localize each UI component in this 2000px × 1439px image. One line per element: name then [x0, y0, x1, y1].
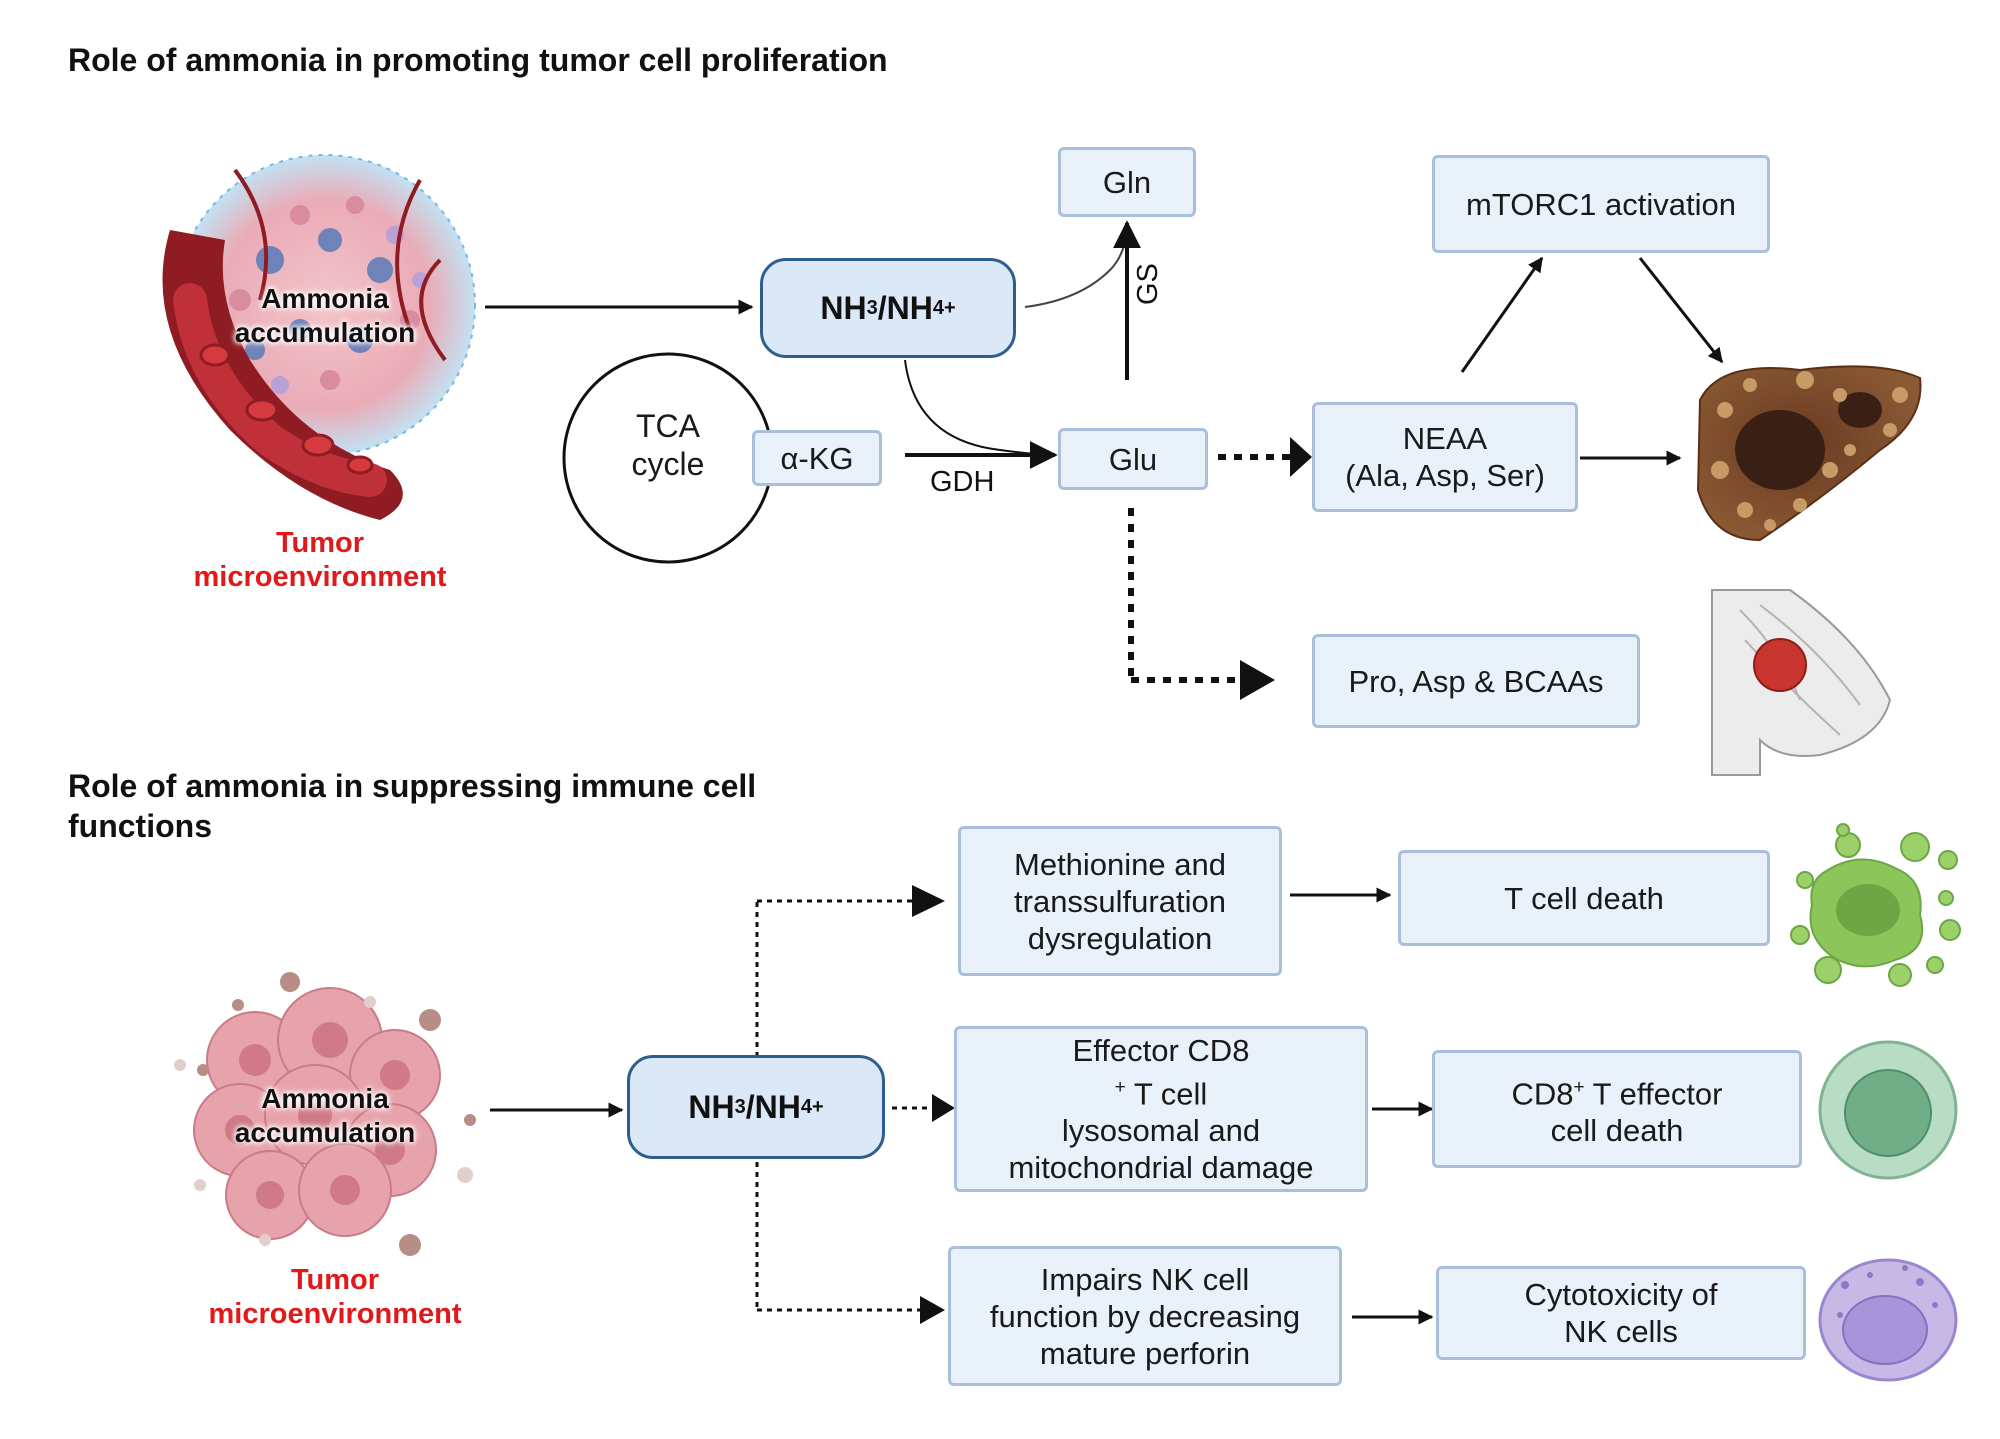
t-cell-death-box: T cell death [1398, 850, 1770, 946]
effector-line-1: Effector CD8 + T cell [1073, 1032, 1250, 1112]
overlay2-line-1: Ammonia [261, 1083, 389, 1114]
mtorc1-box: mTORC1 activation [1432, 155, 1770, 253]
cd8-line-2: cell death [1550, 1113, 1684, 1149]
nk-cytotoxicity-box: Cytotoxicity of NK cells [1436, 1266, 1806, 1360]
curve-nh-to-glu [904, 359, 1049, 456]
curve-nh-to-gln [1024, 225, 1129, 308]
tme-line-2: microenvironment [193, 561, 447, 593]
nk-impair-line-2: function by decreasing [989, 1298, 1301, 1334]
arrowhead-nk [920, 1296, 945, 1324]
nh2-mid: /NH [745, 1088, 801, 1125]
overlay-line-1: Ammonia [261, 283, 389, 314]
top-section-title: Role of ammonia in promoting tumor cell … [68, 42, 888, 78]
tme-line-1: Tumor [275, 527, 365, 559]
nh2-sup-plus: + [811, 1095, 824, 1118]
arrowhead-effector [932, 1094, 955, 1122]
gln-box: Gln [1058, 147, 1196, 217]
bottom-tumor-microenvironment-label: Tumor microenvironment [185, 1263, 485, 1331]
cd8-line-1a: CD8 [1511, 1076, 1574, 1112]
tme2-line-1: Tumor [290, 1264, 380, 1296]
arrowhead-neaa [1290, 437, 1312, 477]
effector-line-3: mitochondrial damage [1008, 1150, 1314, 1186]
tumor-cell-cluster-illustration [174, 972, 476, 1256]
breast-tumor-illustration [1711, 589, 1892, 776]
bottom-title-line-1: Role of ammonia in suppressing immune ce… [68, 768, 757, 804]
nk-impair-box: Impairs NK cell function by decreasing m… [948, 1246, 1342, 1386]
t-cell-death-illustration [1790, 823, 1961, 987]
nh-base: NH [820, 289, 867, 326]
nh-sub-3: 3 [866, 296, 878, 319]
nk-cyto-line-1: Cytotoxicity of [1524, 1277, 1718, 1312]
tumor-microenvironment-illustration [162, 154, 476, 520]
effector-line-2: lysosomal and [1061, 1113, 1261, 1149]
cd8-effector-death-box: CD8+ T effector cell death [1432, 1050, 1802, 1168]
neaa-line-1: NEAA [1402, 421, 1488, 456]
cd8-sup: + [1573, 1076, 1585, 1098]
gs-label: GS [1132, 263, 1164, 305]
bottom-ammonia-accumulation-label: Ammonia accumulation [210, 1082, 440, 1150]
nh2-base: NH [688, 1088, 735, 1125]
tca-line-2: cycle [631, 446, 705, 482]
nk-cell-illustration [1818, 1258, 1958, 1382]
overlay2-line-2: accumulation [234, 1117, 416, 1148]
cd8-line-1b: T effector [1584, 1076, 1723, 1112]
cd8-t-cell-illustration [1818, 1040, 1958, 1180]
nh2-sub-3: 3 [734, 1095, 746, 1118]
effector-line-1a: Effector CD8 [1072, 1032, 1250, 1068]
gdh-label: GDH [930, 466, 995, 498]
glu-box: Glu [1058, 428, 1208, 490]
top-tumor-microenvironment-label: Tumor microenvironment [170, 526, 470, 594]
effector-line-1b: T cell [1125, 1076, 1208, 1112]
nh2-sub-4: 4 [800, 1095, 812, 1118]
neaa-line-2: (Ala, Asp, Ser) [1345, 458, 1545, 493]
methionine-line-1: Methionine and [1014, 846, 1226, 882]
neaa-box: NEAA (Ala, Asp, Ser) [1312, 402, 1578, 512]
alpha-kg-box: α-KG [752, 430, 882, 486]
tme2-line-2: microenvironment [208, 1298, 462, 1330]
effector-sup: + [1114, 1076, 1126, 1098]
tca-line-1: TCA [636, 408, 700, 444]
effector-cd8-box: Effector CD8 + T cell lysosomal and mitoc… [954, 1026, 1368, 1192]
arrowhead-pro [1240, 660, 1275, 700]
nh-sub-4: 4 [932, 296, 944, 319]
arrow-neaa-to-mtorc1 [1460, 256, 1544, 373]
methionine-line-2: transsulfuration [1014, 883, 1226, 919]
top-ammonia-accumulation-label: Ammonia accumulation [210, 282, 440, 350]
tca-cycle-label: TCA cycle [600, 407, 736, 483]
methionine-line-3: dysregulation [1027, 920, 1213, 956]
nk-impair-line-3: mature perforin [1039, 1335, 1251, 1371]
nh-mid: /NH [877, 289, 933, 326]
pro-asp-bcaas-box: Pro, Asp & BCAAs [1312, 634, 1640, 728]
nk-cyto-line-2: NK cells [1564, 1314, 1678, 1349]
overlay-line-2: accumulation [234, 317, 416, 348]
nh-sup-plus: + [943, 296, 956, 319]
liver-tumor-illustration [1696, 365, 1922, 542]
cd8-line-1: CD8+ T effector [1512, 1069, 1723, 1112]
methionine-box: Methionine and transsulfuration dysregul… [958, 826, 1282, 976]
bottom-title-line-2: functions [68, 808, 212, 844]
arrow-mtorc1-to-liver [1638, 257, 1724, 364]
nk-impair-line-1: Impairs NK cell [1040, 1261, 1250, 1297]
bottom-section-title: Role of ammonia in suppressing immune ce… [68, 766, 756, 846]
arrowhead-methionine [912, 885, 945, 917]
